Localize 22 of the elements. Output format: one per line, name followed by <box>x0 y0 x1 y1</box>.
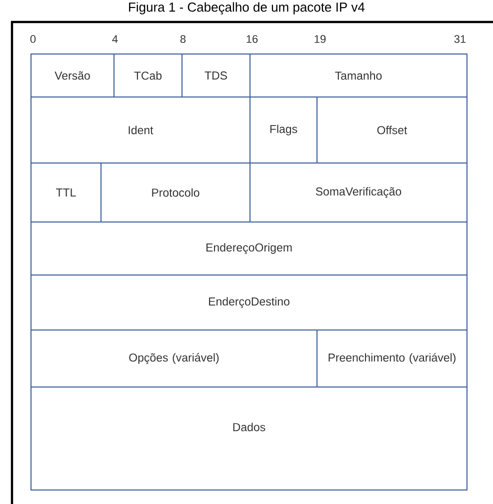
title: Figura 1 - Cabeçalho de um pacote IP v4 <box>129 2 365 14</box>
field-cell: Dados <box>30 386 468 490</box>
field-cell: Flags <box>250 96 318 164</box>
field-cell: Preenchimento (variável) <box>316 330 468 388</box>
field-cell: Opções (variável) <box>30 330 318 388</box>
field-cell: Tamanho <box>250 54 468 98</box>
field-cell: TTL <box>30 162 102 222</box>
field-cell: SomaVerificação <box>250 162 468 222</box>
field-cell: TDS <box>182 54 250 98</box>
bit-number: 0 <box>30 35 36 43</box>
field-cell: EnderçoDestino <box>30 274 468 330</box>
field-cell: EndereçoOrigem <box>30 222 468 276</box>
field-cell: Ident <box>30 96 250 164</box>
bit-number: 8 <box>180 35 186 43</box>
bit-number: 4 <box>112 35 118 43</box>
field-cell: TCab <box>114 54 182 98</box>
bit-number: 31 <box>454 35 466 43</box>
bit-number: 19 <box>314 35 326 43</box>
field-cell: Versão <box>30 54 114 98</box>
field-cell: Offset <box>316 96 468 164</box>
bit-number: 16 <box>246 35 258 43</box>
field-cell: Protocolo <box>100 162 250 222</box>
